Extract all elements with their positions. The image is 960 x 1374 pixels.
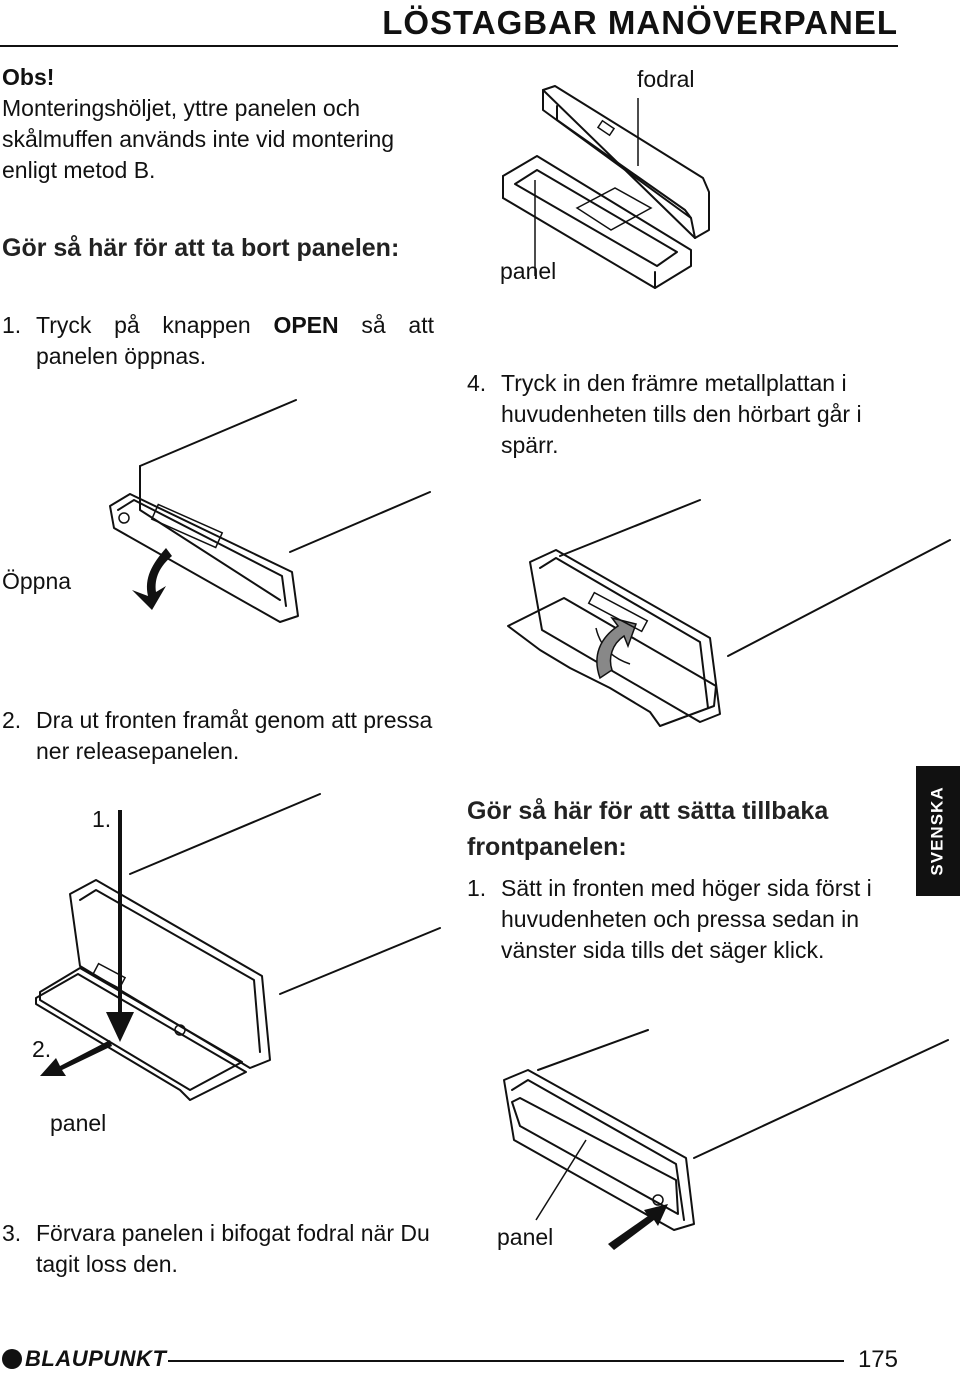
case-figure: [502, 85, 710, 289]
language-tab: SVENSKA: [916, 766, 960, 896]
step-text: Sätt in fronten med höger sida först i h…: [501, 875, 872, 963]
language-tab-label: SVENSKA: [928, 786, 947, 876]
attach-heading: Gör så här för att sätta tillbaka frontp…: [467, 797, 829, 861]
open-label: Öppna: [2, 568, 72, 594]
page-title: LÖSTAGBAR MANÖVERPANEL: [382, 4, 898, 41]
remove-step-1: 1. Tryck på knappen OPEN så att panelen …: [2, 310, 434, 372]
footer-rule: [168, 1360, 844, 1362]
remove-step-2: 2. Dra ut fronten framåt genom att press…: [2, 705, 434, 767]
brand-dot-icon: [2, 1349, 22, 1369]
step-text-pre: Tryck på knappen: [36, 312, 274, 338]
release-step-1-label: 1.: [92, 806, 112, 832]
step-text-post: så att panelen öppnas.: [36, 312, 434, 369]
attach-panel-label: panel: [497, 1224, 554, 1250]
step-text: Dra ut fronten framåt genom att pressa n…: [36, 707, 433, 764]
note-label: Obs!: [2, 64, 55, 90]
note-block: Obs! Monteringshöljet, yttre panelen och…: [2, 62, 442, 186]
brand-name: BLAUPUNKT: [25, 1346, 167, 1371]
note-text: Monteringshöljet, yttre panelen och skål…: [2, 95, 395, 183]
release-panel-label: panel: [50, 1110, 107, 1136]
step-number: 3.: [2, 1220, 22, 1246]
case-label: fodral: [637, 66, 695, 92]
step-number: 1.: [2, 312, 22, 338]
step-number: 4.: [467, 370, 487, 396]
replace-plate-figure: [507, 499, 951, 727]
attach-step-1: 1. Sätt in fronten med höger sida först …: [467, 873, 899, 966]
release-figure: [35, 793, 441, 1101]
step-number: 1.: [467, 875, 487, 901]
remove-step-4: 4. Tryck in den främre metallplattan i h…: [467, 368, 899, 461]
remove-heading: Gör så här för att ta bort panelen:: [2, 234, 400, 262]
step-text: Tryck på knappen OPEN så att panelen öpp…: [36, 310, 434, 372]
step-number: 2.: [2, 707, 22, 733]
header-rule: [0, 45, 898, 47]
case-panel-label: panel: [500, 258, 557, 284]
brand-logo: BLAUPUNKT: [2, 1346, 166, 1372]
step-text: Tryck in den främre metallplattan i huvu…: [501, 370, 862, 458]
release-step-2-label: 2.: [32, 1036, 52, 1062]
open-key-label: OPEN: [273, 312, 339, 338]
step-text: Förvara panelen i bifogat fodral när Du …: [36, 1220, 430, 1277]
page-number: 175: [857, 1346, 898, 1373]
attach-figure: [503, 1029, 949, 1250]
remove-step-3: 3. Förvara panelen i bifogat fodral när …: [2, 1218, 442, 1280]
open-figure: [109, 399, 431, 623]
